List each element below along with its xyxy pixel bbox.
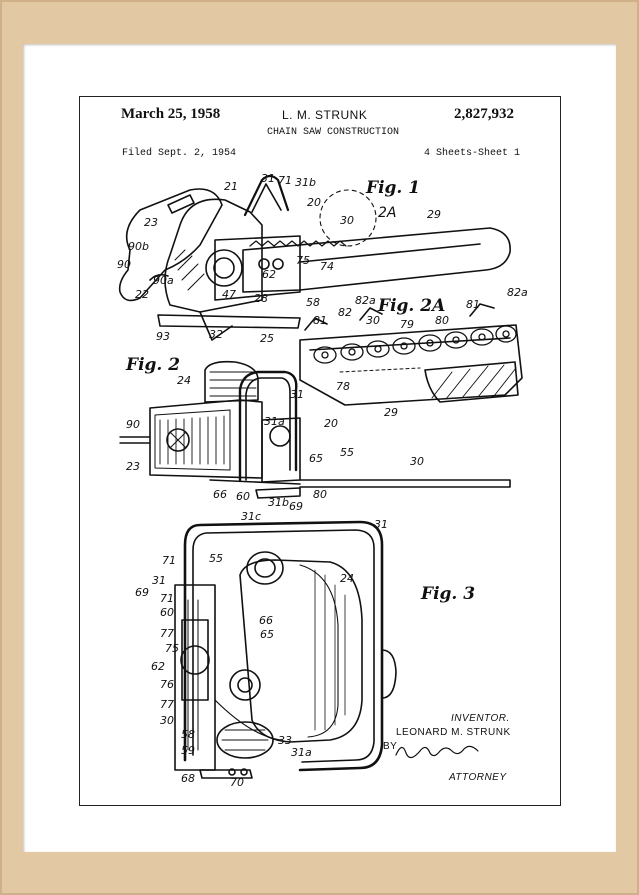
ref-numeral: 28 xyxy=(254,292,268,305)
ref-numeral: 90 xyxy=(117,258,131,271)
ref-numeral: 77 xyxy=(160,627,174,640)
ref-numeral: 30 xyxy=(340,214,354,227)
ref-numeral: 82a xyxy=(355,294,376,307)
patent-number: 2,827,932 xyxy=(454,106,514,122)
ref-numeral: 58 xyxy=(306,296,320,309)
ref-numeral: 80 xyxy=(313,488,327,501)
ref-numeral: 31c xyxy=(241,510,262,523)
ref-numeral: 31b xyxy=(268,496,289,509)
ref-numeral: 75 xyxy=(165,642,179,655)
ref-numeral: 25 xyxy=(260,332,274,345)
ref-numeral: 22 xyxy=(135,288,149,301)
ref-numeral: 2A xyxy=(378,205,397,221)
inventor-header: L. M. STRUNK xyxy=(282,108,368,122)
ref-numeral: 82 xyxy=(338,306,352,319)
ref-numeral: 81 xyxy=(313,314,327,327)
ref-numeral: 65 xyxy=(260,628,274,641)
ref-numeral: 31 xyxy=(290,388,304,401)
ref-numeral: 32 xyxy=(209,328,223,341)
filed-date: Filed Sept. 2, 1954 xyxy=(122,148,237,159)
fig2-drawing xyxy=(119,360,511,499)
ref-numeral: 59 xyxy=(181,744,195,757)
ref-numeral: 31 xyxy=(261,172,275,185)
fig2-label: Fig. 2 xyxy=(126,355,181,375)
ref-numeral: 71 xyxy=(160,592,174,605)
ref-numeral: 75 xyxy=(296,254,310,267)
ref-numeral: 33 xyxy=(278,734,292,747)
ref-numeral: 81 xyxy=(466,298,480,311)
ref-numeral: 31 xyxy=(152,574,166,587)
by-label: BY xyxy=(383,741,398,752)
ref-numeral: 31a xyxy=(291,746,312,759)
ref-numeral: 30 xyxy=(410,455,424,468)
ref-numeral: 55 xyxy=(340,446,354,459)
ref-numeral: 21 xyxy=(224,180,238,193)
ref-numeral: 47 xyxy=(222,288,236,301)
fig3-drawing xyxy=(174,520,397,779)
ref-numeral: 29 xyxy=(427,208,441,221)
ref-numeral: 24 xyxy=(177,374,191,387)
fig1-label: Fig. 1 xyxy=(366,178,421,198)
ref-numeral: 66 xyxy=(213,488,227,501)
fig2a-label: Fig. 2A xyxy=(378,296,446,316)
ref-numeral: 31a xyxy=(264,415,285,428)
ref-numeral: 65 xyxy=(309,452,323,465)
ref-numeral: 71 xyxy=(162,554,176,567)
ref-numeral: 90b xyxy=(128,240,149,253)
ref-numeral: 66 xyxy=(259,614,273,627)
ref-numeral: 71 xyxy=(278,174,292,187)
inventor-label: INVENTOR. xyxy=(451,713,510,724)
ref-numeral: 30 xyxy=(160,714,174,727)
ref-numeral: 74 xyxy=(320,260,334,273)
sheet-count: 4 Sheets-Sheet 1 xyxy=(424,148,521,159)
ref-numeral: 80 xyxy=(435,314,449,327)
inventor-signature-name: LEONARD M. STRUNK xyxy=(396,727,511,738)
ref-numeral: 55 xyxy=(209,552,223,565)
ref-numeral: 79 xyxy=(400,318,414,331)
ref-numeral: 24 xyxy=(340,572,354,585)
ref-numeral: 58 xyxy=(181,728,195,741)
fig2a-drawing xyxy=(299,303,523,406)
ref-numeral: 77 xyxy=(160,698,174,711)
ref-numeral: 69 xyxy=(135,586,149,599)
ref-numeral: 60 xyxy=(236,490,250,503)
ref-numeral: 90 xyxy=(126,418,140,431)
ref-numeral: 90a xyxy=(153,274,174,287)
attorney-signature xyxy=(395,745,479,759)
ref-numeral: 62 xyxy=(262,268,276,281)
fig1-drawing xyxy=(118,174,511,341)
ref-numeral: 62 xyxy=(151,660,165,673)
ref-numeral: 31b xyxy=(295,176,316,189)
ref-numeral: 30 xyxy=(366,314,380,327)
ref-numeral: 68 xyxy=(181,772,195,785)
ref-numeral: 23 xyxy=(144,216,158,229)
ref-numeral: 82a xyxy=(507,286,528,299)
ref-numeral: 69 xyxy=(289,500,303,513)
patent-date: March 25, 1958 xyxy=(121,106,221,122)
patent-subtitle: CHAIN SAW CONSTRUCTION xyxy=(267,127,400,138)
ref-numeral: 31 xyxy=(374,518,388,531)
ref-numeral: 78 xyxy=(336,380,350,393)
ref-numeral: 20 xyxy=(324,417,338,430)
fig3-label: Fig. 3 xyxy=(421,584,476,604)
ref-numeral: 76 xyxy=(160,678,174,691)
ref-numeral: 20 xyxy=(307,196,321,209)
ref-numeral: 23 xyxy=(126,460,140,473)
ref-numeral: 29 xyxy=(384,406,398,419)
attorney-label: ATTORNEY xyxy=(449,772,507,783)
ref-numeral: 93 xyxy=(156,330,170,343)
ref-numeral: 60 xyxy=(160,606,174,619)
ref-numeral: 70 xyxy=(230,776,244,789)
